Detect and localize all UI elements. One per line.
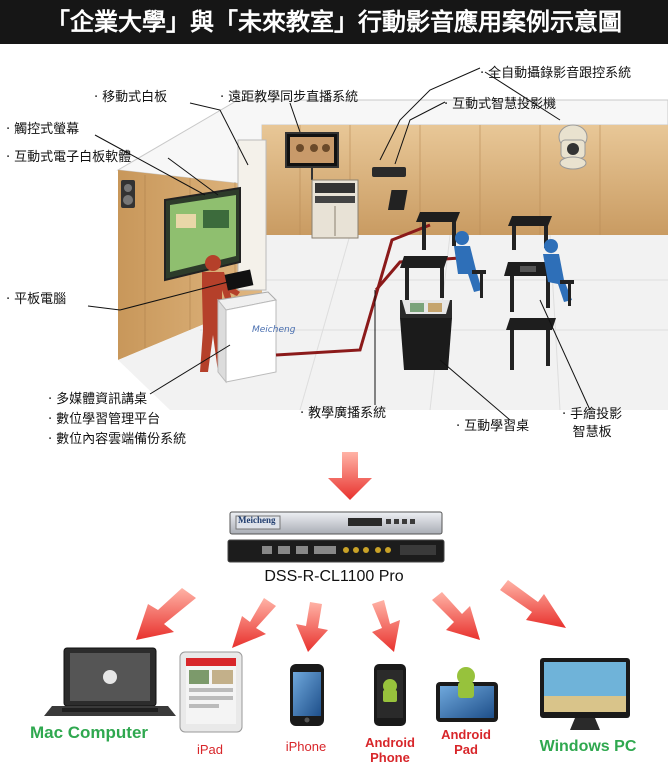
ipad-icon [179, 651, 243, 733]
callout-broadcast: ‧教學廣播系統 [300, 406, 387, 421]
device-brand: Meicheng [238, 515, 276, 525]
callout-remote-sync: ‧遠距教學同步直播系統 [220, 90, 359, 105]
device-model: DSS-R-CL1100 Pro [264, 568, 404, 585]
callout-mobile-whiteboard: ‧移動式白板 [94, 90, 168, 105]
callout-podium-3: ‧數位內容雲端備份系統 [48, 432, 187, 447]
student-desk-1 [387, 190, 460, 250]
client-label-ipad: iPad [196, 742, 224, 757]
callout-podium-1: ‧多媒體資訊講桌 [48, 392, 148, 407]
callout-auto-tracking: ‧全自動攝錄影音跟控系統 [480, 66, 632, 81]
android-pad-icon [436, 667, 498, 722]
student-desk-3 [508, 216, 552, 250]
page-title: 「企業大學」與「未來教室」行動影音應用案例示意圖 [0, 0, 668, 44]
callout-eboard-software: ‧互動式電子白板軟體 [6, 150, 132, 165]
mobile-whiteboard [237, 139, 267, 291]
cable [275, 223, 431, 357]
arrows [136, 452, 566, 652]
server-unit [227, 511, 445, 563]
student-desk-2 [400, 231, 486, 304]
tracking-camera [558, 124, 588, 170]
svg-text:Meicheng: Meicheng [252, 325, 296, 335]
podium: Meicheng [217, 269, 296, 384]
callout-drawing-board: ‧手繪投影智慧板 [562, 407, 623, 440]
callout-podium-2: ‧數位學習管理平台 [48, 412, 161, 427]
projector [372, 167, 406, 177]
android-phone-icon [374, 664, 406, 726]
client-label-mac: Mac Computer [29, 723, 149, 742]
callout-desk: ‧互動學習桌 [456, 419, 530, 434]
windows-pc-icon [540, 658, 630, 730]
callout-tablet: ‧平板電腦 [6, 292, 67, 307]
interactive-desk [400, 300, 452, 370]
mac-laptop-icon [44, 647, 176, 716]
callout-projector: ‧互動式智慧投影機 [444, 97, 557, 112]
student-desk-4 [504, 239, 574, 312]
client-label-windows: Windows PC [539, 738, 637, 755]
client-label-iphone: iPhone [285, 739, 327, 754]
classroom-illustration: Meicheng [44, 67, 668, 733]
iphone-icon [290, 664, 324, 726]
leader-lines [87, 67, 591, 421]
student-desk-5 [506, 318, 556, 370]
callout-touch-screen: ‧觸控式螢幕 [6, 122, 80, 137]
